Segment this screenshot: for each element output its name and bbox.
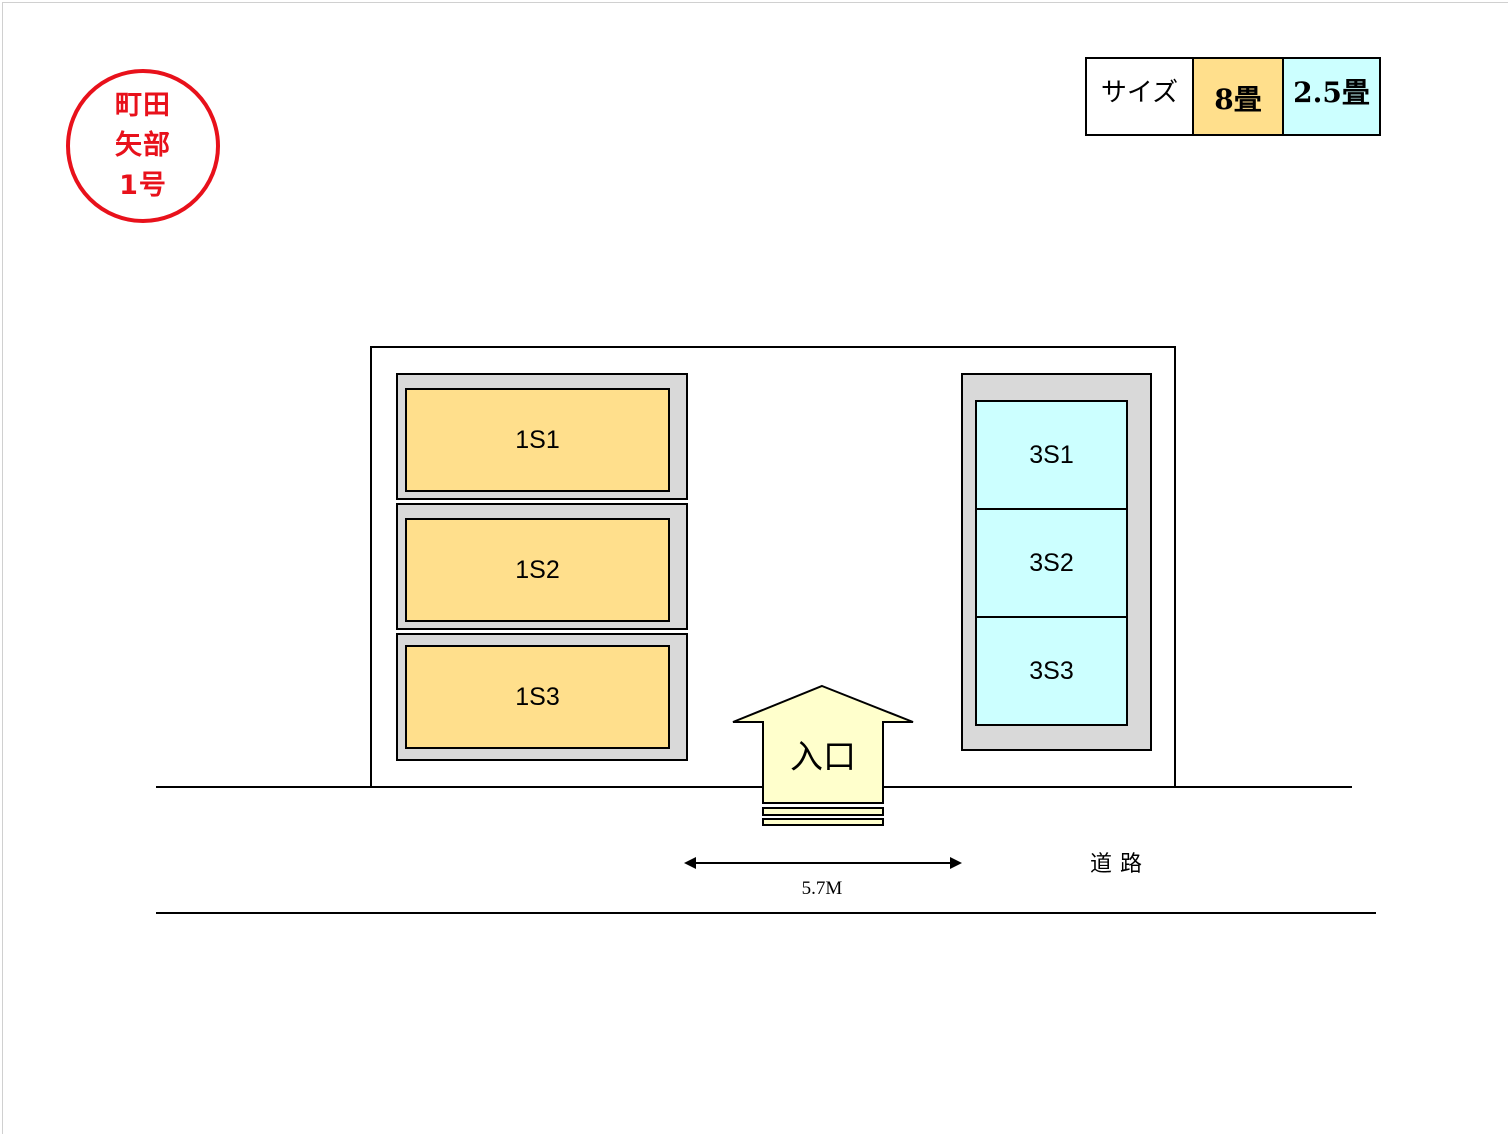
entrance-label: 入口: [790, 737, 856, 776]
unit-frame-1s3: 1S3: [396, 633, 688, 761]
dimension-arrow-right-head: [950, 857, 962, 869]
location-badge: 町田 矢部 1号: [66, 69, 220, 223]
storage-unit-1s1[interactable]: 1S1: [405, 388, 670, 492]
unit-frame-3s: 3S1 3S2 3S3: [961, 373, 1152, 751]
size-legend: サイズ 8畳 2.5畳: [1085, 57, 1381, 136]
road-width-label: 5.7M: [801, 878, 843, 899]
storage-unit-3s1[interactable]: 3S1: [977, 402, 1126, 508]
road-edge-bottom: [156, 912, 1376, 914]
storage-unit-1s3[interactable]: 1S3: [405, 645, 670, 749]
location-line-3: 1号: [119, 170, 167, 201]
unit-stack-3s: 3S1 3S2 3S3: [975, 400, 1128, 726]
storage-unit-1s2[interactable]: 1S2: [405, 518, 670, 622]
entrance-arrow-shape: [732, 684, 914, 804]
legend-2-5jo: 2.5畳: [1282, 57, 1381, 136]
entrance-step-1: [762, 807, 884, 816]
road-edge-top: [156, 786, 1352, 788]
dimension-arrow-left-head: [684, 857, 696, 869]
unit-frame-1s1: 1S1: [396, 373, 688, 500]
location-line-2: 矢部: [115, 130, 171, 161]
storage-unit-3s2[interactable]: 3S2: [977, 508, 1126, 616]
location-line-1: 町田: [115, 90, 171, 121]
unit-frame-1s2: 1S2: [396, 503, 688, 630]
road-label: 道路: [1090, 852, 1151, 877]
entrance-step-2: [762, 818, 884, 826]
storage-unit-3s3[interactable]: 3S3: [977, 616, 1126, 724]
legend-size-label: サイズ: [1085, 57, 1194, 136]
